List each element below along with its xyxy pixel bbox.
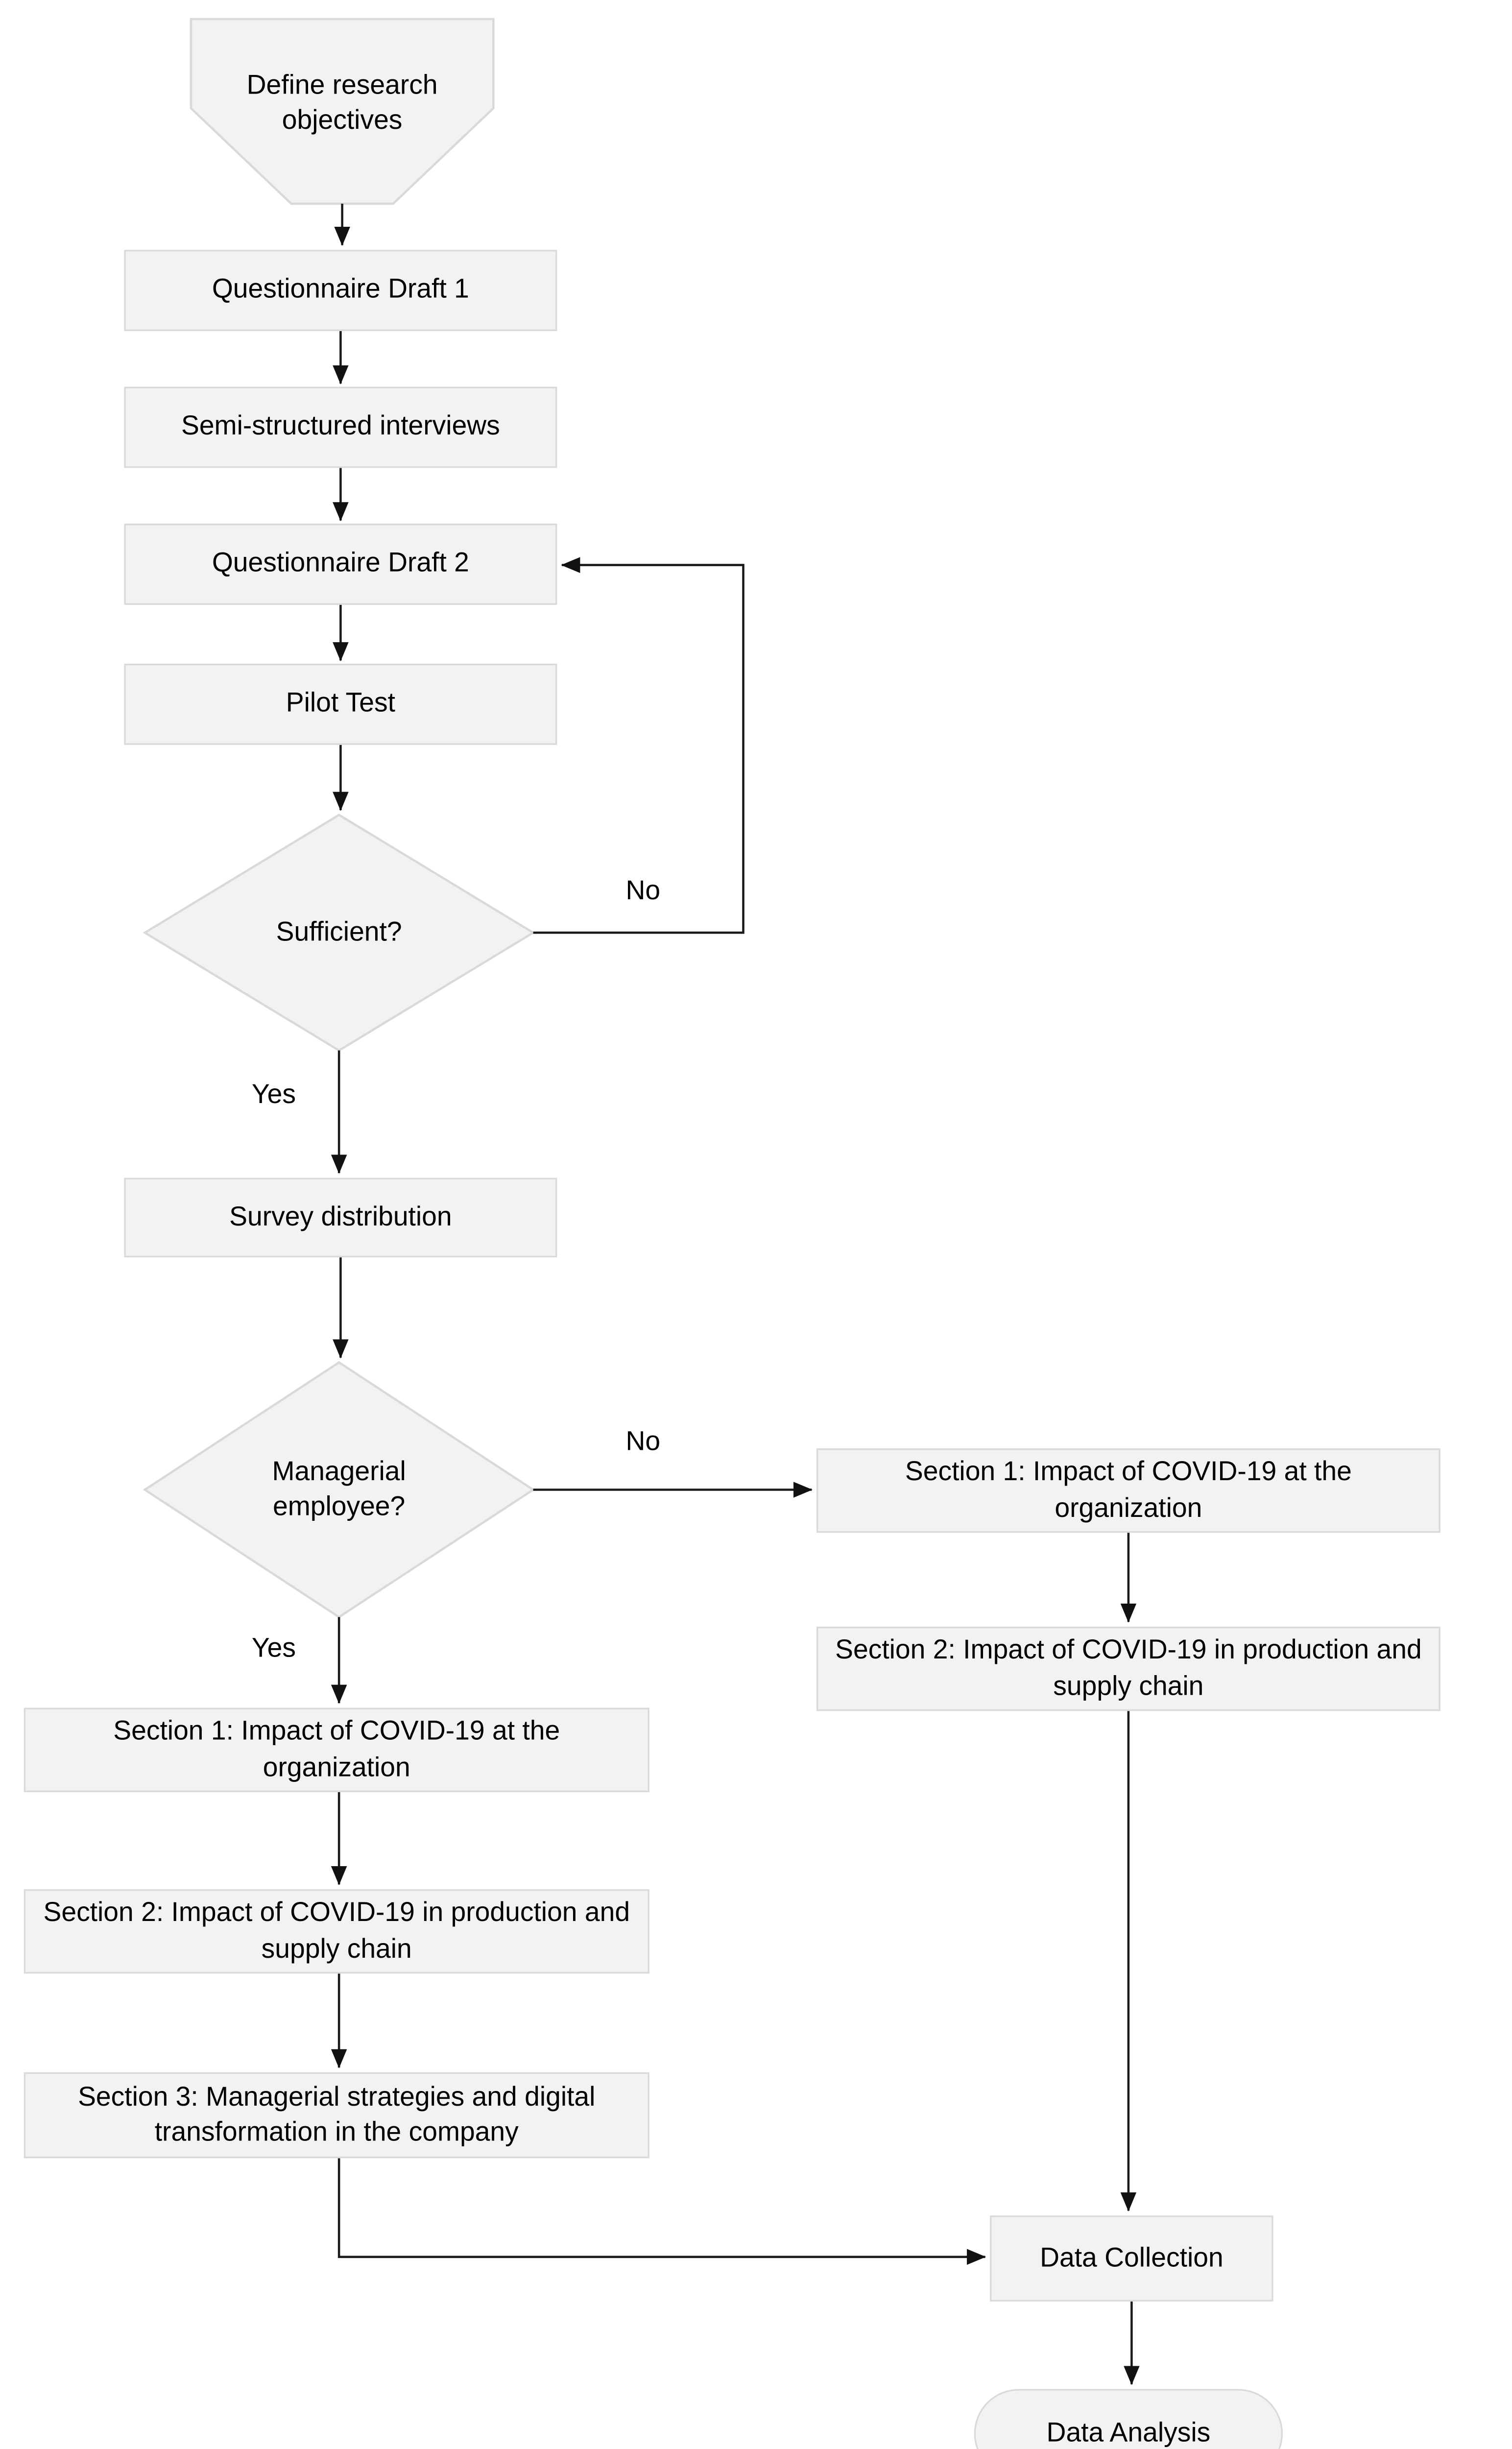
node-left-section-2: Section 2: Impact of COVID-19 in product… bbox=[24, 1889, 649, 1974]
node-label: Section 3: Managerial strategies and dig… bbox=[78, 2081, 596, 2147]
node-label: Questionnaire Draft 1 bbox=[212, 274, 469, 305]
node-questionnaire-draft-1: Questionnaire Draft 1 bbox=[124, 250, 557, 331]
node-label: Survey distribution bbox=[229, 1201, 452, 1232]
node-label: Semi-structured interviews bbox=[181, 411, 500, 442]
node-label: Section 1: Impact of COVID-19 at the org… bbox=[113, 1716, 560, 1782]
edge-left-section3-to-data-collection bbox=[337, 2158, 986, 2265]
node-data-collection: Data Collection bbox=[990, 2215, 1273, 2302]
node-right-section-1: Section 1: Impact of COVID-19 at the org… bbox=[816, 1448, 1440, 1533]
node-label: Managerial employee? bbox=[272, 1455, 406, 1522]
node-define-research-objectives: Define research objectives bbox=[207, 28, 477, 178]
node-label: Define research objectives bbox=[246, 69, 438, 136]
node-left-section-1: Section 1: Impact of COVID-19 at the org… bbox=[24, 1707, 649, 1792]
pentagon-shape-define-objectives bbox=[190, 18, 495, 205]
edge-label-sufficient-no: No bbox=[625, 875, 661, 906]
node-questionnaire-draft-2: Questionnaire Draft 2 bbox=[124, 524, 557, 605]
node-label: Sufficient? bbox=[276, 916, 402, 947]
node-label: Section 2: Impact of COVID-19 in product… bbox=[835, 1634, 1422, 1701]
node-managerial-employee-decision: Managerial employee? bbox=[219, 1429, 458, 1550]
node-label: Section 2: Impact of COVID-19 in product… bbox=[43, 1897, 630, 1964]
edge-sufficient-no-loop bbox=[533, 557, 744, 934]
node-label: Data Collection bbox=[1040, 2242, 1224, 2273]
diamond-shape-sufficient bbox=[143, 814, 535, 1052]
diamond-shape-managerial-employee bbox=[143, 1361, 535, 1619]
node-label: Data Analysis bbox=[1046, 2417, 1211, 2448]
node-semi-structured-interviews: Semi-structured interviews bbox=[124, 386, 557, 468]
edge-label-sufficient-yes: Yes bbox=[251, 1079, 296, 1109]
node-label: Section 1: Impact of COVID-19 at the org… bbox=[905, 1456, 1352, 1523]
node-label: Pilot Test bbox=[286, 688, 395, 719]
node-survey-distribution: Survey distribution bbox=[124, 1177, 557, 1258]
node-left-section-3: Section 3: Managerial strategies and dig… bbox=[24, 2072, 649, 2159]
node-pilot-test: Pilot Test bbox=[124, 664, 557, 745]
edge-label-managerial-no: No bbox=[625, 1426, 661, 1457]
edge-label-managerial-yes: Yes bbox=[251, 1633, 296, 1663]
node-sufficient-decision: Sufficient? bbox=[212, 888, 466, 977]
node-label: Questionnaire Draft 2 bbox=[212, 548, 469, 578]
node-data-analysis: Data Analysis bbox=[974, 2389, 1283, 2449]
node-right-section-2: Section 2: Impact of COVID-19 in product… bbox=[816, 1626, 1440, 1711]
